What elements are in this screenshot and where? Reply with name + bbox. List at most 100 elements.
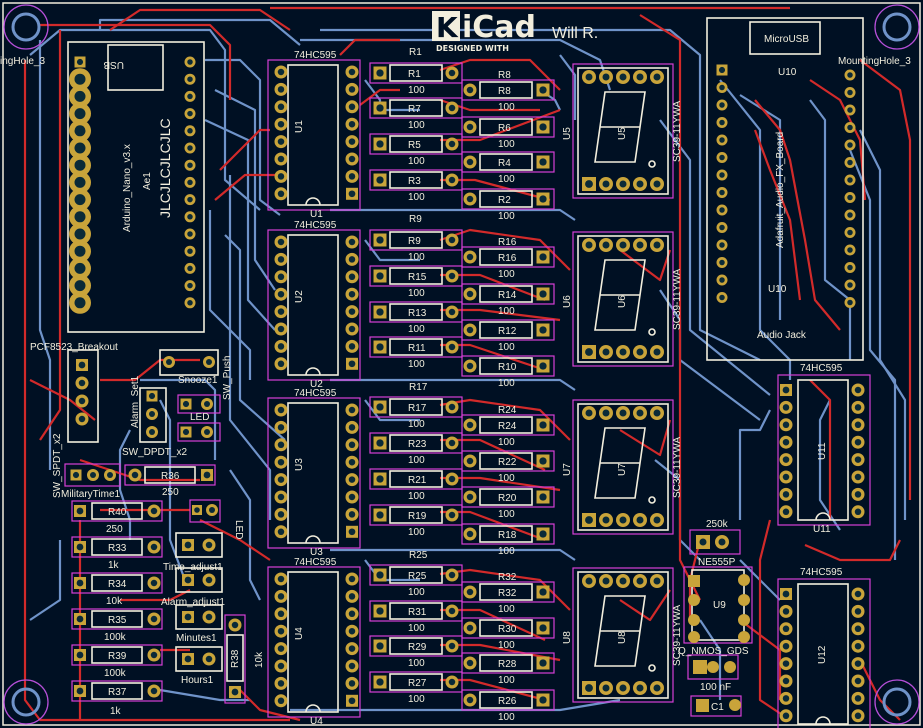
drill: [348, 190, 356, 198]
drill: [847, 142, 853, 148]
drill: [376, 678, 384, 686]
chip-label: 74HC595: [294, 557, 337, 568]
ne555-label: NE555P: [698, 557, 736, 568]
drill: [277, 190, 285, 198]
resistor-body: [479, 248, 533, 266]
resistor-ref: R20: [498, 493, 517, 504]
drill: [636, 684, 644, 692]
drill: [585, 577, 593, 585]
spdt-left-label: SW_SPDT_x2: [52, 433, 63, 498]
drill: [348, 343, 356, 350]
drill: [539, 493, 547, 501]
c1-label: C1: [711, 702, 724, 713]
drill: [602, 348, 610, 356]
drill: [348, 155, 356, 163]
u10-label: U10: [778, 67, 797, 78]
drill: [148, 392, 156, 400]
resistor-value: 100: [408, 694, 425, 705]
resistor-body: [479, 691, 533, 709]
drill: [348, 476, 356, 483]
chip-label: 74HC595: [294, 220, 337, 231]
resistor-top-ref: R24: [498, 405, 517, 416]
resistor-body: [91, 610, 143, 628]
resistor-courtyard: [71, 680, 163, 702]
resistor-body: [389, 135, 443, 153]
nano-val-label: Arduino_Nano_v3.x: [122, 144, 133, 232]
drill: [348, 645, 356, 652]
drill: [78, 379, 86, 387]
resistor-body: [389, 566, 443, 584]
resistor-value: 100: [498, 437, 515, 448]
resistor-ref: R33: [108, 543, 127, 554]
drill: [854, 421, 862, 429]
decimal-point: [648, 664, 656, 672]
resistor-arrays: R1100R7100R5100R3100R9100R15100R13100R11…: [369, 47, 555, 723]
resistor-top-ref: R25: [409, 550, 428, 561]
audio-fx-board: [706, 17, 864, 361]
c1-value: 100 nF: [700, 682, 731, 693]
resistor-value: 100: [498, 473, 515, 484]
resistor-courtyard: [461, 617, 555, 639]
resistor-body: [479, 525, 533, 543]
chip-ref-bottom: U3: [310, 547, 323, 558]
drill: [205, 541, 213, 549]
resistor-value: 100: [498, 378, 515, 389]
drill: [539, 253, 547, 261]
drill: [448, 140, 456, 148]
drill: [539, 659, 547, 667]
resistor-courtyard: [461, 355, 555, 377]
drill: [376, 140, 384, 148]
alarm-adjust-label: Alarm_adjust1: [161, 597, 225, 608]
drill: [206, 359, 212, 365]
drill: [149, 429, 155, 435]
drill: [277, 610, 285, 618]
drill: [719, 294, 725, 301]
drill: [348, 528, 356, 536]
chip-notch: [305, 197, 321, 206]
designed-with: DESIGNED WITH: [436, 44, 509, 53]
resistor-body: [479, 583, 533, 601]
drill: [74, 297, 86, 309]
drill: [619, 241, 627, 249]
drill: [847, 299, 853, 306]
display-ref: U7: [562, 463, 573, 476]
resistor-courtyard: [224, 614, 246, 704]
drill: [74, 108, 86, 120]
drill: [539, 326, 547, 334]
drill: [448, 511, 456, 519]
drill: [782, 438, 790, 446]
resistor-courtyard: [461, 450, 555, 472]
drill: [348, 493, 356, 501]
resistor-body: [389, 231, 443, 249]
chip-label: 74HC595: [294, 388, 337, 399]
seven-segment: [594, 259, 646, 331]
resistor-courtyard: [124, 464, 216, 486]
chip-courtyard: [267, 59, 361, 211]
resistor-courtyard: [461, 116, 555, 138]
drill: [466, 362, 474, 370]
chip-ref-bottom: U4: [310, 716, 323, 727]
display-value: SC39-11YWA: [672, 269, 683, 330]
r250k-label: 250k: [706, 519, 729, 530]
drill: [348, 680, 356, 687]
spdt-mid-label: SW_DPDT_x2: [122, 447, 187, 458]
chip-courtyard: [267, 397, 361, 549]
led-b-label: LED: [233, 520, 244, 539]
led-a-label: LED: [190, 412, 209, 423]
display-courtyard: [572, 399, 674, 535]
resistor-ref: R31: [408, 607, 427, 618]
resistor-ref: R21: [408, 475, 427, 486]
drill: [448, 272, 456, 280]
resistor-body: [91, 574, 143, 592]
resistor-ref: R13: [408, 308, 427, 319]
drill: [184, 613, 192, 621]
drill: [847, 229, 853, 236]
display-ref-inner: U8: [617, 631, 628, 644]
drill: [277, 680, 285, 687]
resistor-body: [91, 538, 143, 556]
drill: [653, 409, 661, 417]
drill: [466, 588, 474, 596]
drill: [466, 326, 474, 334]
led-courtyard: [177, 422, 221, 442]
